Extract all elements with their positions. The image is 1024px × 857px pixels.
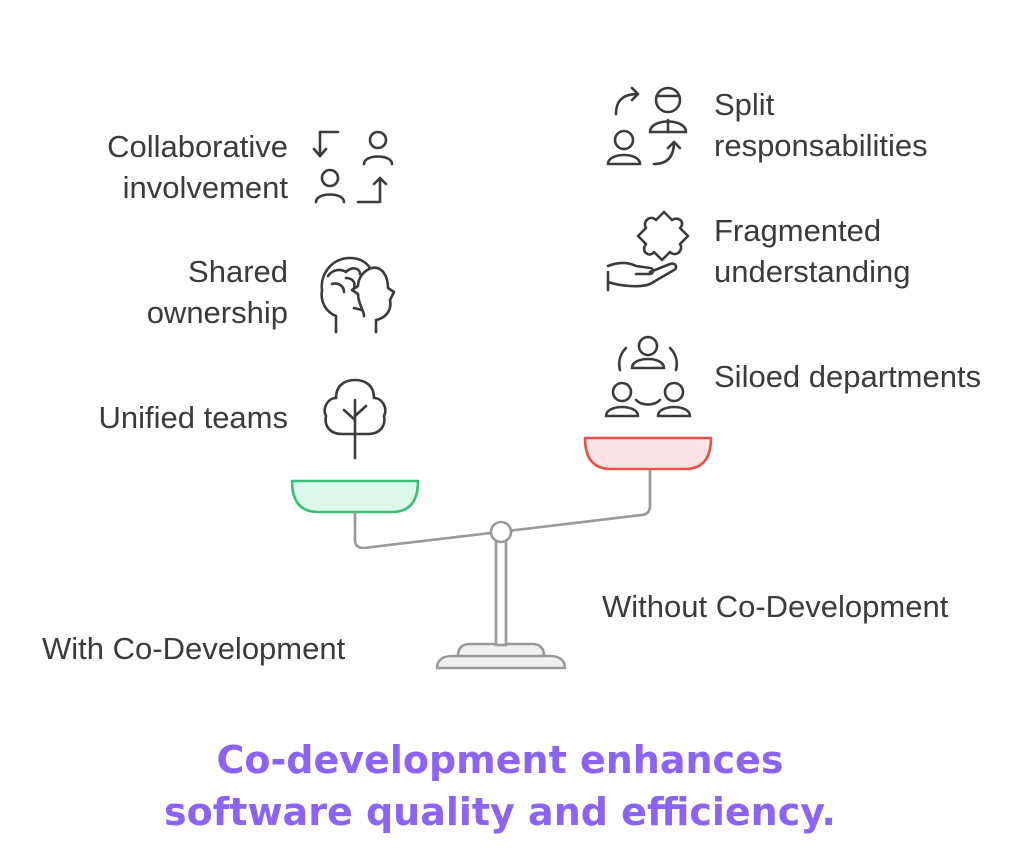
title-line1: Co-development enhances xyxy=(216,738,784,782)
shared-ownership-label: Shared ownership xyxy=(60,251,288,333)
with-co-development-caption: With Co-Development xyxy=(42,631,346,666)
split-people-icon xyxy=(604,84,694,168)
scale-base xyxy=(435,654,567,670)
diagram-title: Co-development enhances software quality… xyxy=(0,734,1000,838)
title-line2: software quality and efficiency. xyxy=(164,790,836,834)
fragmented-label-line1: Fragmented xyxy=(714,213,882,248)
group-people-icon xyxy=(604,334,692,420)
right-pan xyxy=(583,436,713,471)
shared-label-line2: ownership xyxy=(146,295,288,330)
without-co-development-caption: Without Co-Development xyxy=(602,589,949,624)
unified-teams-label: Unified teams xyxy=(40,397,288,438)
left-pan xyxy=(290,479,420,514)
split-label-line2: responsabilities xyxy=(714,128,928,163)
scale-base-top xyxy=(456,642,546,658)
siloed-departments-label: Siloed departments xyxy=(714,356,1024,397)
tree-icon xyxy=(322,376,388,460)
unified-label-line1: Unified teams xyxy=(98,400,288,435)
split-responsabilities-label: Split responsabilities xyxy=(714,84,1014,166)
collaboration-icon xyxy=(312,126,398,210)
fragmented-understanding-label: Fragmented understanding xyxy=(714,210,1014,292)
siloed-label-line1: Siloed departments xyxy=(714,359,982,394)
collaborative-label-line2: involvement xyxy=(122,170,288,205)
shared-label-line1: Shared xyxy=(188,254,288,289)
puzzle-hand-icon xyxy=(606,210,692,294)
collaborative-involvement-label: Collaborative involvement xyxy=(60,126,288,208)
scale-post xyxy=(494,537,508,647)
scale-pivot xyxy=(489,520,513,544)
collaborative-label-line1: Collaborative xyxy=(107,129,288,164)
shared-heads-icon xyxy=(316,252,396,334)
fragmented-label-line2: understanding xyxy=(714,254,911,289)
split-label-line1: Split xyxy=(714,87,775,122)
